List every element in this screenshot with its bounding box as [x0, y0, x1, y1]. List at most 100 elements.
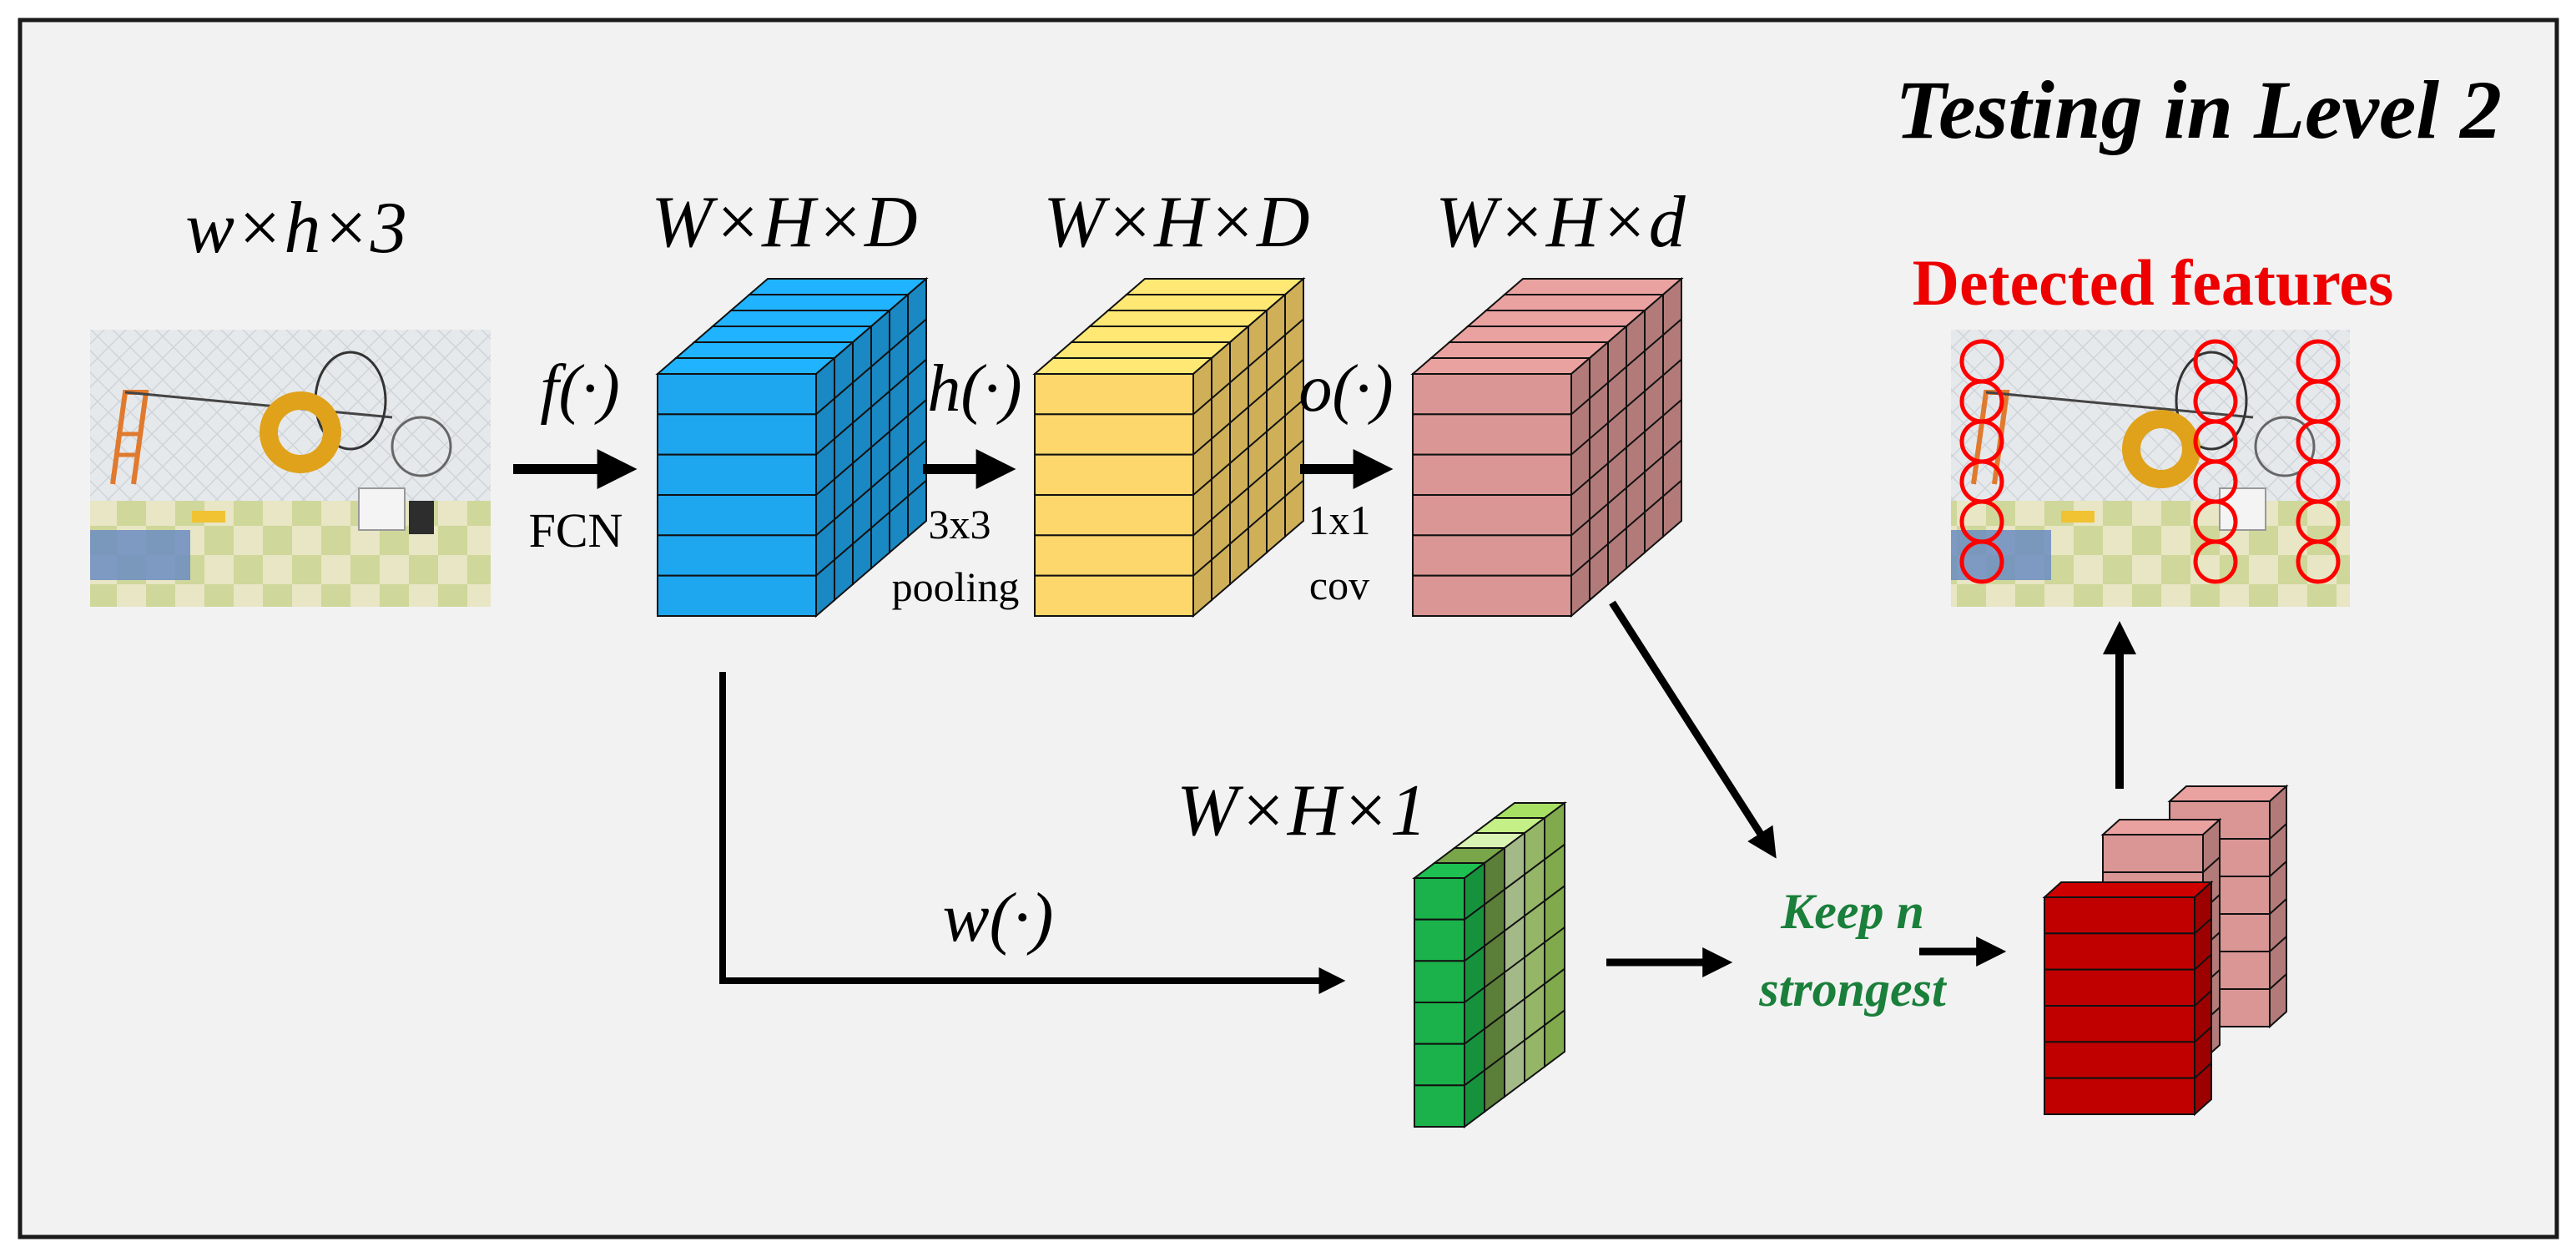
cube-side-line — [1662, 318, 1682, 336]
detection-circle — [2193, 539, 2238, 584]
cube-side-line — [1229, 487, 1249, 505]
cube-side-line — [1248, 431, 1268, 448]
cube-cell — [1412, 373, 1572, 416]
cube-side-line — [1544, 967, 1565, 985]
cube-side-line — [2194, 917, 2212, 935]
cube-side-line — [1248, 511, 1268, 529]
weight-op-label: w(·) — [943, 879, 1054, 957]
cube-top-face — [1410, 357, 1592, 375]
cube-side-line — [2194, 990, 2212, 1007]
cube-side-line — [1607, 366, 1627, 384]
detection-circles — [1959, 339, 2341, 584]
detection-circle — [1959, 539, 2004, 584]
cube-side-line — [1192, 558, 1212, 577]
cube-top-face — [1124, 278, 1306, 295]
cube-cell — [657, 453, 817, 497]
cube-side-line — [1570, 478, 1590, 496]
cube-top-face — [728, 294, 910, 311]
cube-side-line — [1266, 415, 1286, 432]
cube-cell — [2044, 1005, 2195, 1043]
cube-side-line — [2194, 953, 2212, 971]
arrow-to-keep-from-conv — [1609, 600, 1777, 859]
cube-top-face — [1032, 357, 1214, 375]
cube-side-line — [815, 558, 835, 577]
cube-side-line — [2269, 823, 2287, 840]
cube-cell — [1412, 494, 1572, 537]
cube-side-line — [1544, 885, 1565, 902]
cube-cell — [1412, 534, 1572, 577]
cube-side-line — [1544, 1009, 1565, 1027]
cube-side-line — [1644, 374, 1664, 392]
pool-caption-2: pooling — [892, 563, 1020, 610]
cube-side-line — [1192, 437, 1212, 456]
cube-side-line — [1211, 381, 1231, 400]
cube-top-face — [673, 341, 855, 359]
cube-side-line — [889, 374, 909, 392]
cube-top-face — [1087, 310, 1269, 327]
cube-side-line — [1524, 1024, 1545, 1042]
cube-side-line — [1570, 397, 1590, 416]
diagram-title: Testing in Level 2 — [1895, 63, 2502, 156]
cube-side-line — [1484, 930, 1505, 947]
cube-side-line — [852, 487, 872, 505]
cube-top-face — [1106, 294, 1288, 311]
cube-side-line — [1464, 987, 1485, 1003]
cube-side-line — [834, 502, 854, 521]
cube-side-line — [907, 318, 927, 336]
cube-side-line — [1248, 350, 1268, 368]
conv-caption-2: cov — [1309, 562, 1369, 608]
cube-side-line — [1284, 439, 1304, 457]
cube-side-line — [1211, 502, 1231, 521]
cube-top-face — [2167, 785, 2289, 802]
cube-side-line — [1570, 518, 1590, 537]
cube-side-line — [1284, 358, 1304, 376]
cube-side-line — [1662, 479, 1682, 497]
cube-side-line — [1266, 334, 1286, 352]
conv-dims-label: W×H×d — [1435, 182, 1686, 263]
cube-cell — [2044, 1041, 2195, 1079]
cube-top-face — [1502, 278, 1684, 295]
cube-cell — [1034, 574, 1194, 618]
cube-side-line — [1266, 374, 1286, 392]
cube-side-line — [1524, 982, 1545, 1000]
cube-cell — [657, 534, 817, 577]
cube-side-line — [815, 437, 835, 456]
fcn-dims-label: W×H×D — [651, 182, 917, 263]
cube-side-line — [852, 527, 872, 545]
cube-cell — [1414, 1002, 1465, 1045]
cube-side-line — [1192, 518, 1212, 537]
cube-top-face — [655, 357, 837, 375]
cube-side-line — [907, 439, 927, 457]
pool-caption-1: 3x3 — [929, 501, 991, 548]
cube-side-line — [1266, 495, 1286, 513]
cube-side-line — [1607, 487, 1627, 505]
strongest-features-tensor — [2042, 784, 2289, 1117]
cube-cell — [1414, 1084, 1465, 1128]
cube-side-line — [834, 462, 854, 480]
cube-side-line — [1464, 945, 1485, 962]
cube-side-line — [1229, 527, 1249, 545]
weight-dims-label: W×H×1 — [1177, 770, 1427, 851]
cube-side-line — [1626, 511, 1646, 529]
cube-side-line — [1504, 915, 1525, 932]
cube-side-line — [1544, 926, 1565, 943]
cube-side-line — [2194, 1026, 2212, 1043]
fcn-op-label: f(·) — [540, 352, 620, 426]
cube-side-line — [1211, 422, 1231, 440]
cube-side-line — [2269, 936, 2287, 952]
conv-op-label: o(·) — [1298, 352, 1393, 426]
cube-cell — [1414, 960, 1465, 1004]
cube-side-line — [1607, 406, 1627, 424]
cube-side-line — [1504, 997, 1525, 1015]
cube-side-line — [889, 495, 909, 513]
cube-side-line — [870, 471, 890, 489]
cube-side-line — [2269, 973, 2287, 990]
cube-side-line — [1504, 1039, 1525, 1057]
cube-side-line — [889, 415, 909, 432]
cube-top-face — [1465, 310, 1647, 327]
cube-cell — [1034, 373, 1194, 416]
conv-caption-1: 1x1 — [1308, 497, 1371, 543]
cube-side-line — [2194, 1062, 2212, 1079]
cube-side-line — [1662, 439, 1682, 457]
cube-side-line — [907, 479, 927, 497]
